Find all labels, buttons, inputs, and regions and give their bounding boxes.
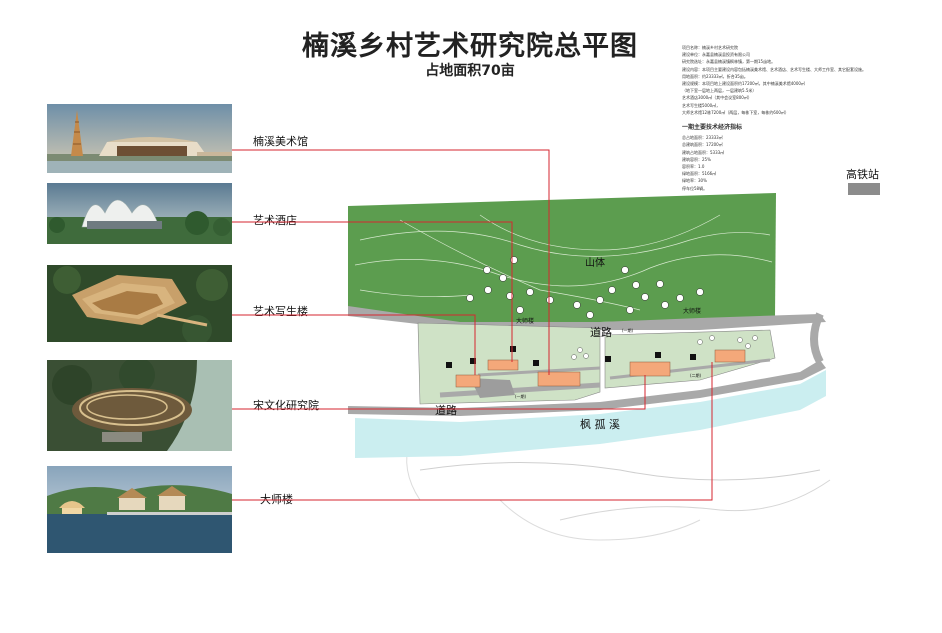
info-line: （地下室一层地上两层，一层建筑5.5米） — [682, 88, 757, 94]
river — [355, 370, 826, 458]
label-road-upper: 道路 — [590, 325, 612, 339]
lower-road — [348, 360, 826, 416]
leader-lines — [232, 149, 713, 501]
econ-line: 总占地面积：23333㎡ — [682, 135, 723, 141]
upper-road — [348, 306, 826, 330]
info-line: 用地面积：约23333㎡，折合35亩。 — [682, 73, 748, 79]
econ-line: 停车位58辆。 — [682, 185, 708, 191]
photo-nanxi-museum — [47, 104, 232, 173]
info-line: 建设内容：本项目主要建设内容包括楠溪美术馆、艺术酒店、艺术写生楼、大师工作室、其… — [682, 66, 866, 72]
econ-line: 总建筑面积：17200㎡ — [682, 142, 723, 148]
info-line: 项目名称：楠溪乡村艺术研究院 — [682, 45, 738, 50]
building-footprints — [455, 349, 746, 388]
label-river: 枫 孤 溪 — [580, 417, 620, 431]
econ-line: 绿地面积：5166㎡ — [682, 171, 717, 177]
label-master-right: 大师楼 — [683, 307, 701, 315]
info-line: 艺术写生楼5000㎡， — [682, 102, 721, 108]
econ-line: 建筑占地面积：5333㎡ — [682, 149, 725, 155]
road-note: (一期) — [622, 327, 634, 333]
hsr-station-label: 高铁站 — [846, 168, 879, 181]
info-line: 研究院选址：永嘉县楠溪镇枫林镇，第一期15亩地。 — [682, 59, 776, 65]
label-nanxi-museum: 楠溪美术馆 — [253, 135, 308, 148]
tree-markers — [466, 256, 704, 319]
site-area-subtitle: 占地面积70亩 — [425, 63, 515, 79]
econ-heading: 一期主要技术经济指标 — [682, 124, 743, 132]
econ-line: 建筑容积：25% — [682, 156, 711, 162]
label-master-upper: 大师楼 — [516, 317, 534, 325]
outline-path — [419, 462, 821, 481]
photo-master-villas — [47, 466, 232, 553]
label-mountain: 山体 — [585, 257, 605, 269]
photo-song-culture-institute — [47, 360, 232, 451]
photo-art-studio — [47, 265, 232, 342]
page-title: 楠溪乡村艺术研究院总平图 — [302, 31, 638, 62]
info-line: 建设规模：本项目地上建设面积约17200㎡，其中楠溪美术馆4000㎡ — [682, 81, 805, 87]
label-road-lower: 道路 — [435, 403, 457, 417]
hsr-station-marker — [848, 183, 880, 195]
road-note: (一期) — [515, 393, 527, 399]
label-art-hotel: 艺术酒店 — [253, 214, 297, 227]
econ-line: 绿地率：30% — [682, 178, 707, 184]
outline-path — [499, 499, 701, 541]
service-blocks — [446, 346, 696, 368]
road-note: (二期) — [690, 372, 702, 378]
info-line: 建设单位：永嘉县楠溪县投资有限公司 — [682, 52, 750, 58]
project-info-block: 项目名称：楠溪乡村艺术研究院 建设单位：永嘉县楠溪县投资有限公司 研究院选址：永… — [682, 44, 882, 192]
info-line: 艺术酒店3000㎡（其中会议室800㎡） — [682, 95, 752, 101]
road-bend — [810, 312, 824, 364]
info-line: 大师艺术馆12栋7200㎡（两层，每栋下室，每栋约600㎡） — [682, 109, 789, 115]
outline-path — [559, 479, 831, 521]
econ-line: 容积率：1.0 — [682, 164, 705, 170]
photo-art-hotel — [47, 183, 232, 244]
mountain-area — [348, 193, 776, 325]
